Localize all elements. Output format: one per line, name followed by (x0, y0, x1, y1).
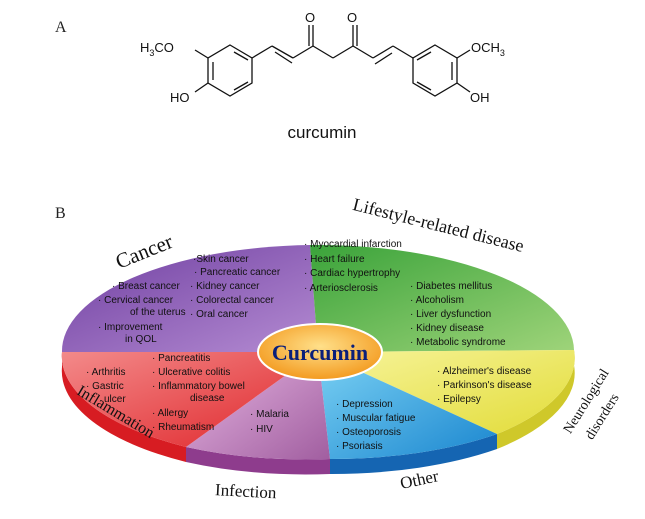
panel-a-letter: A (55, 19, 67, 36)
cancer-item: of the uterus (130, 307, 186, 318)
other-items: · Depression · Muscular fatigue · Osteop… (336, 399, 416, 452)
lifestyle-item: · Alcoholism (410, 295, 464, 306)
other-wedge (318, 352, 497, 460)
inflammation-item: · Gastric (86, 381, 124, 392)
h3co-label: H3CO (140, 40, 174, 58)
panel-b-letter: B (55, 205, 66, 222)
neuro-item: · Alzheimer's disease (437, 366, 532, 377)
infection-item: · Malaria (250, 409, 289, 420)
inflammation-item: · Pancreatitis (152, 353, 210, 364)
neuro-item: · Parkinson's disease (437, 380, 532, 391)
curcumin-structure (194, 25, 471, 97)
lifestyle-item: · Cardiac hypertrophy (304, 268, 400, 279)
o-right-label: O (347, 10, 357, 25)
cancer-item: · Cervical cancer (98, 295, 174, 306)
neuro-wedge (318, 350, 575, 434)
cancer-item: · Colorectal cancer (190, 295, 275, 306)
infection-item: · HIV (250, 424, 273, 435)
neuro-item: · Epilepsy (437, 394, 481, 405)
cancer-item: · Breast cancer (112, 281, 180, 292)
neuro-items: · Alzheimer's disease · Parkinson's dise… (437, 366, 532, 405)
cancer-item: · Kidney cancer (190, 281, 260, 292)
lifestyle-wedge (310, 244, 574, 352)
inflammation-items-right: · Pancreatitis · Ulcerative colitis · In… (152, 353, 245, 433)
inflammation-item: · Arthritis (86, 367, 125, 378)
lifestyle-item: · Myocardial infarction (304, 239, 402, 250)
inflammation-item: disease (190, 393, 225, 404)
cancer-items-right: ·Skin cancer · Pancreatic cancer · Kidne… (190, 254, 281, 320)
inflammation-item: · Allergy (152, 408, 188, 419)
infection-items: · Malaria · HIV (250, 409, 289, 435)
oh-right-label: OH (470, 90, 490, 105)
cancer-wedge (61, 245, 318, 352)
disk-side (61, 350, 575, 475)
category-infection: Infection (215, 480, 278, 502)
lifestyle-item: · Arteriosclerosis (304, 283, 378, 294)
center-ellipse (257, 323, 383, 381)
cancer-item: · Improvement (98, 322, 163, 333)
cancer-item: ·Skin cancer (193, 254, 249, 265)
cancer-item: · Pancreatic cancer (194, 267, 281, 278)
lifestyle-items-a: · Myocardial infarction · Heart failure … (304, 239, 402, 294)
inflammation-item: · Inflammatory bowel (152, 381, 245, 392)
other-item: · Muscular fatigue (336, 413, 416, 424)
cancer-item: · Oral cancer (190, 309, 248, 320)
infection-wedge (186, 352, 330, 460)
och3-label: OCH3 (471, 40, 505, 58)
inflammation-items-left: · Arthritis · Gastric ulcer (86, 367, 126, 405)
compound-name: curcumin (288, 123, 357, 142)
inflammation-wedge (61, 352, 319, 447)
cancer-items-left: · Breast cancer · Cervical cancer of the… (98, 281, 186, 345)
lifestyle-item: · Liver dysfunction (410, 309, 491, 320)
other-item: · Osteoporosis (336, 427, 401, 438)
ho-left-label: HO (170, 90, 190, 105)
lifestyle-item: · Diabetes mellitus (410, 281, 492, 292)
center-label: Curcumin (272, 340, 368, 365)
other-item: · Psoriasis (336, 441, 383, 452)
lifestyle-item: · Kidney disease (410, 323, 484, 334)
inflammation-item: · Ulcerative colitis (152, 367, 230, 378)
cancer-item: in QOL (125, 334, 157, 345)
other-item: · Depression (336, 399, 393, 410)
o-left-label: O (305, 10, 315, 25)
lifestyle-item: · Metabolic syndrome (410, 337, 506, 348)
lifestyle-items-b: · Diabetes mellitus · Alcoholism · Liver… (410, 281, 506, 348)
inflammation-item: ulcer (104, 394, 126, 405)
lifestyle-item: · Heart failure (304, 254, 365, 265)
inflammation-item: · Rheumatism (152, 422, 214, 433)
category-other: Other (398, 466, 440, 493)
